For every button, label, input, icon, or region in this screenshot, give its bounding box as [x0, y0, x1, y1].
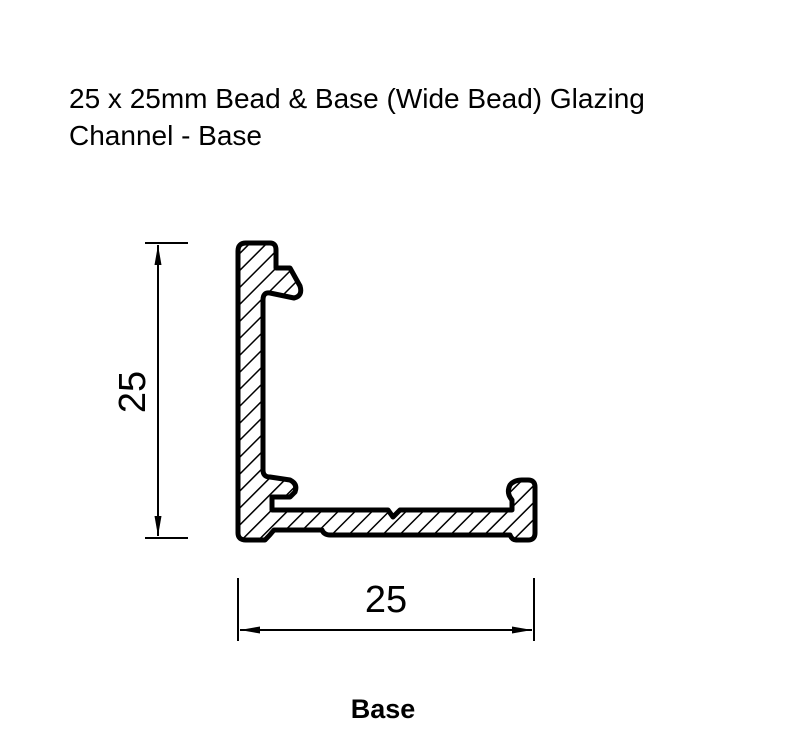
profile-caption: Base [350, 694, 416, 724]
base-profile-shape [235, 240, 538, 543]
page-title: 25 x 25mm Bead & Base (Wide Bead) Glazin… [69, 80, 769, 154]
height-dimension-label: 25 [112, 371, 154, 413]
width-dimension-label: 25 [365, 579, 407, 621]
vertical-dimension: 25 [112, 242, 188, 539]
title-line-1: 25 x 25mm Bead & Base (Wide Bead) Glazin… [69, 83, 645, 114]
horizontal-dimension: 25 [237, 578, 535, 641]
title-line-2: Channel - Base [69, 120, 263, 151]
